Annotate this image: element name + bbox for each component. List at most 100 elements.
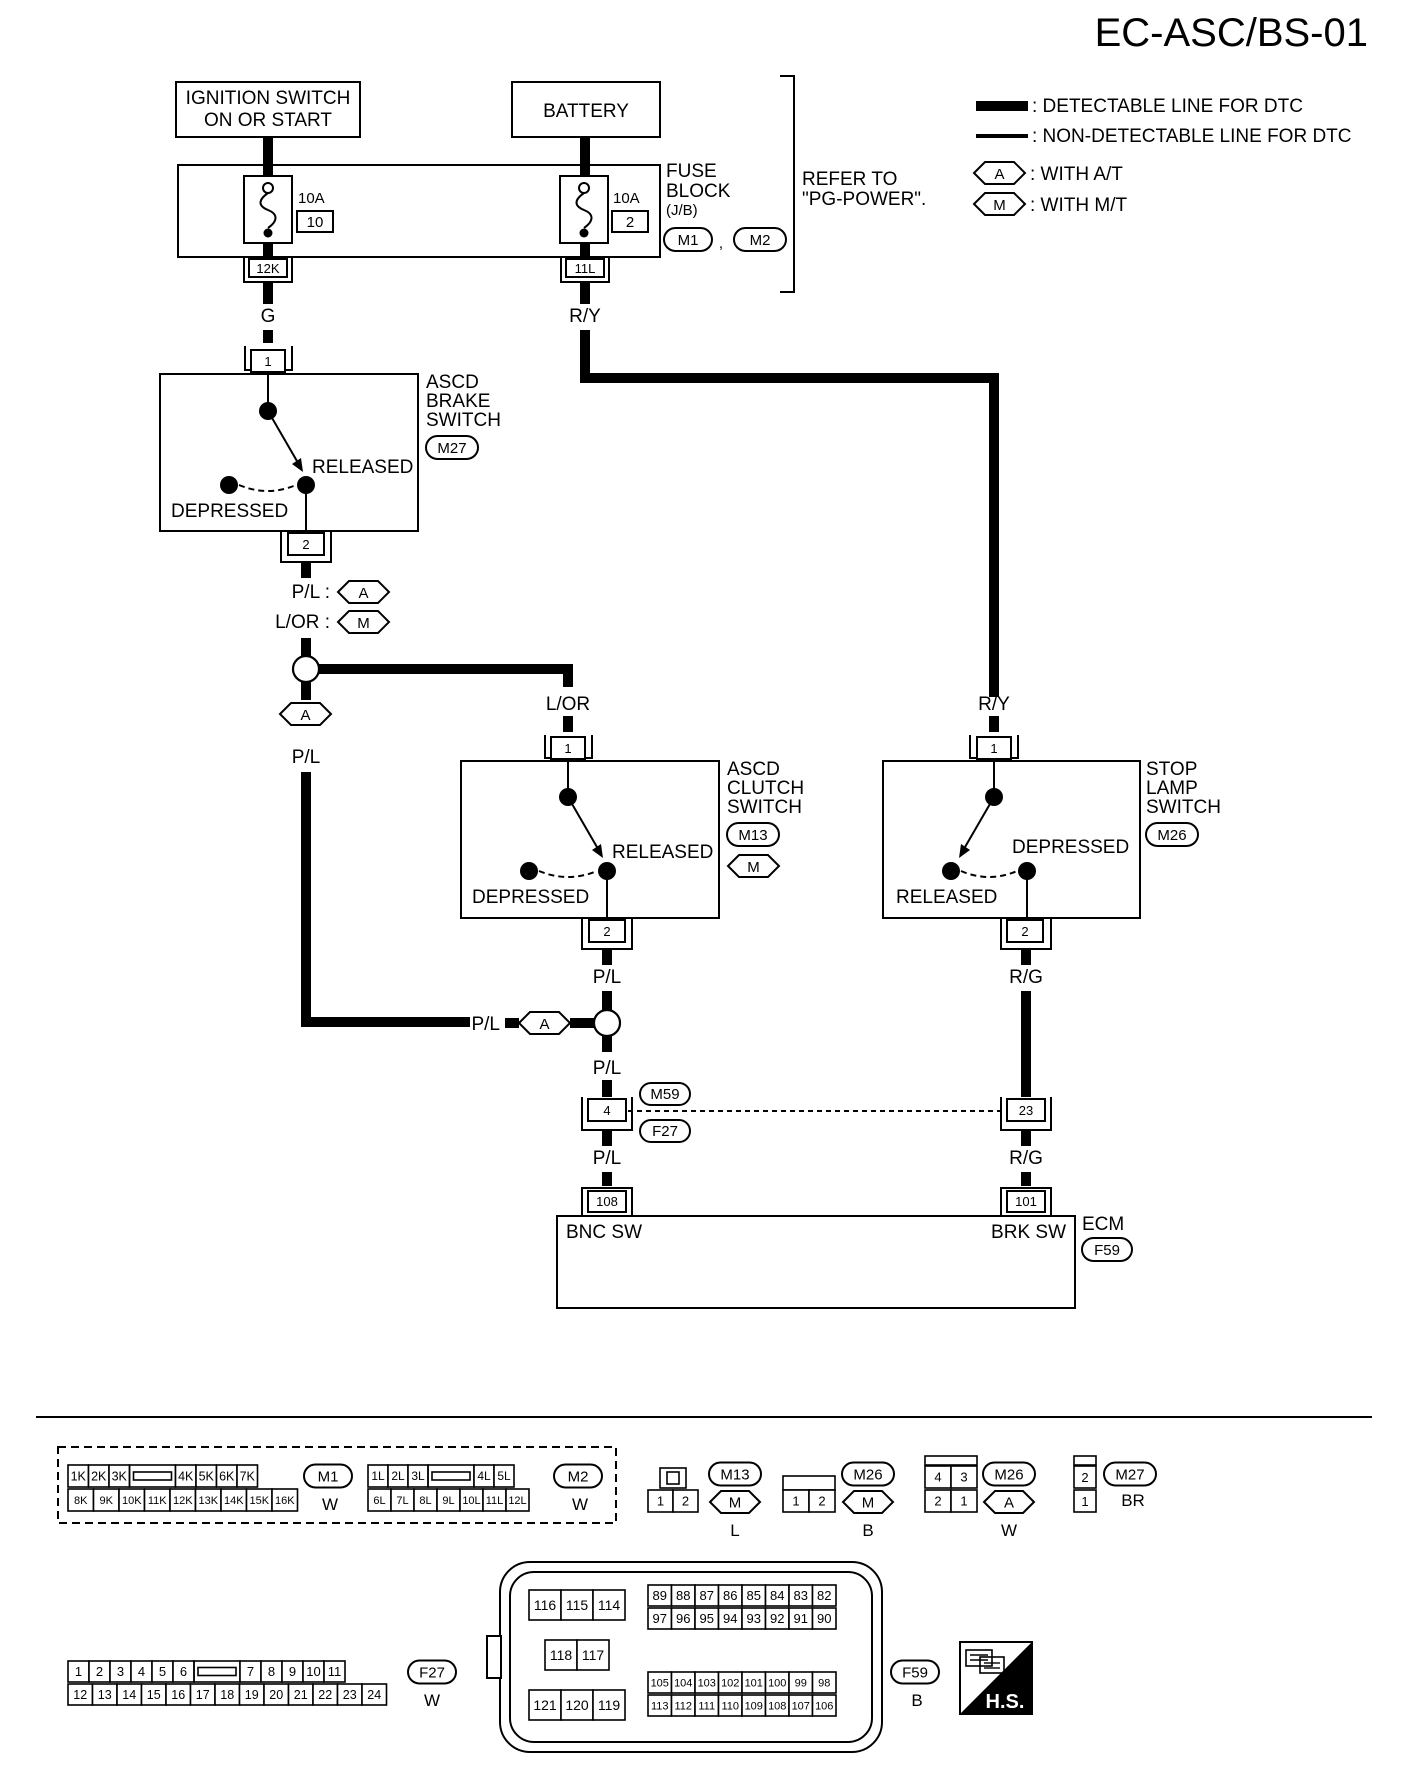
clutch-switch-conn — [726, 822, 780, 847]
f27-pin: 18 — [220, 1688, 234, 1702]
fuse-pin-12k-label: 12K — [256, 261, 279, 276]
joint-conn-m59 — [639, 1082, 691, 1106]
page-code: EC-ASC/BS-01 — [1095, 11, 1368, 55]
brake-switch-conn-code: M27 — [437, 440, 466, 457]
wire-pl-a-badge — [336, 580, 391, 604]
f59-cell — [560, 1689, 594, 1721]
f59-pin: 92 — [770, 1611, 784, 1626]
stop-switch-label-3: SWITCH — [1146, 797, 1221, 818]
f27-pin: 20 — [269, 1688, 283, 1702]
m2-pin: 10L — [462, 1495, 480, 1507]
legend: : DETECTABLE LINE FOR DTC : NON-DETECTAB… — [972, 96, 1352, 216]
f59-pin: 103 — [698, 1677, 716, 1689]
clutch-switch-variant-badge — [726, 854, 781, 878]
wire-pl-a-label: P/L : — [292, 582, 330, 603]
stop-switch-pin1: 1 — [990, 741, 997, 756]
ecm-pin108-box — [587, 1190, 627, 1213]
m1-pin: 4K — [178, 1469, 194, 1483]
m13-variant-code: M — [729, 1495, 742, 1512]
ecm-pin108-housing — [581, 1187, 633, 1216]
ecm-label: ECM — [1082, 1214, 1124, 1235]
m26a-pin: 3 — [960, 1470, 967, 1485]
m27-color: BR — [1121, 1491, 1145, 1510]
m1-lock-tab — [132, 1471, 173, 1481]
m1-pin: 12K — [173, 1495, 193, 1507]
brake-switch-pin1: 1 — [264, 354, 271, 369]
brake-switch-released: RELEASED — [312, 457, 413, 478]
stop-switch-depressed: DEPRESSED — [1012, 837, 1129, 858]
f27-pin: 1 — [75, 1664, 82, 1679]
m26m-pin: 2 — [818, 1494, 825, 1509]
wire-pl-below-label: P/L — [593, 1058, 622, 1079]
m1-pin: 1K — [71, 1469, 87, 1483]
m2-pin: 8L — [419, 1495, 431, 1507]
m1-conn-code: M1 — [318, 1469, 339, 1486]
f59-cell — [811, 1584, 837, 1607]
m1-cell — [271, 1488, 299, 1512]
m26m-conn — [841, 1461, 895, 1487]
m2-pin: 1L — [371, 1469, 385, 1483]
m1-pin: 6K — [219, 1469, 235, 1483]
clutch-switch-released: RELEASED — [612, 842, 713, 863]
ecm-pin101: 101 — [1015, 1194, 1037, 1209]
battery-box — [511, 81, 661, 138]
m26a-cell — [950, 1489, 978, 1513]
f59-cell — [811, 1671, 837, 1694]
ignition-switch-box — [175, 81, 361, 138]
m13-color: L — [730, 1521, 739, 1540]
m2-pin: 9L — [442, 1495, 454, 1507]
f59-pin: 116 — [534, 1597, 557, 1613]
f27-pin: 3 — [117, 1664, 124, 1679]
fuse-block-label-3: (J/B) — [666, 202, 698, 219]
f59-pin: 98 — [818, 1677, 830, 1689]
refer-bracket — [780, 75, 795, 293]
f27-pin: 15 — [147, 1688, 161, 1702]
f59-pin: 97 — [653, 1611, 667, 1626]
m2-pin: 11L — [486, 1495, 504, 1507]
joint-conn-f27-code: F27 — [652, 1123, 678, 1140]
f27-cell — [361, 1683, 388, 1706]
m2-cell — [505, 1488, 530, 1512]
m13-pin: 2 — [682, 1494, 689, 1509]
m26a-cell — [950, 1465, 978, 1489]
stop-switch-label-1: STOP — [1146, 759, 1197, 780]
f59-pin: 104 — [674, 1677, 692, 1689]
f59-pin: 111 — [698, 1700, 715, 1712]
f59-pin: 86 — [723, 1588, 737, 1603]
m27-cell — [1073, 1489, 1097, 1513]
legend-mt-code: M — [993, 197, 1006, 214]
ecm-box — [556, 1215, 1076, 1309]
m26a-color: W — [1001, 1521, 1017, 1540]
wire-rg-stop-label: R/G — [1009, 967, 1043, 988]
junction-upper — [291, 654, 321, 684]
fuse-block-label-2: BLOCK — [666, 181, 731, 202]
hs-badge — [959, 1641, 1033, 1715]
f59-pin: 93 — [747, 1611, 761, 1626]
clutch-switch-variant: M — [747, 859, 760, 876]
f59-cell — [811, 1607, 837, 1630]
f59-pin: 108 — [768, 1700, 786, 1712]
f27-pin: 11 — [328, 1664, 342, 1679]
f59-cell — [811, 1694, 837, 1717]
m26m-variant — [841, 1490, 895, 1514]
m13-variant — [708, 1490, 762, 1514]
m2-pin: 4L — [477, 1469, 491, 1483]
f59-pin: 88 — [676, 1588, 690, 1603]
legend-at-badge — [972, 161, 1027, 185]
m27-lock — [1073, 1455, 1097, 1466]
m26a-pin: 1 — [960, 1494, 967, 1509]
m1-pin: 3K — [112, 1469, 128, 1483]
f59-color: B — [911, 1691, 922, 1710]
m1-pin: 5K — [199, 1469, 215, 1483]
brake-switch-depressed: DEPRESSED — [171, 501, 288, 522]
f59-pin: 90 — [817, 1611, 831, 1626]
m1-cell — [236, 1464, 259, 1488]
fuse-pin-11l — [560, 257, 610, 283]
f59-pin: 82 — [817, 1588, 831, 1603]
fuse-left-number-box — [296, 210, 334, 233]
m26a-variant-code: A — [1004, 1495, 1014, 1512]
m27-cell — [1073, 1465, 1097, 1489]
